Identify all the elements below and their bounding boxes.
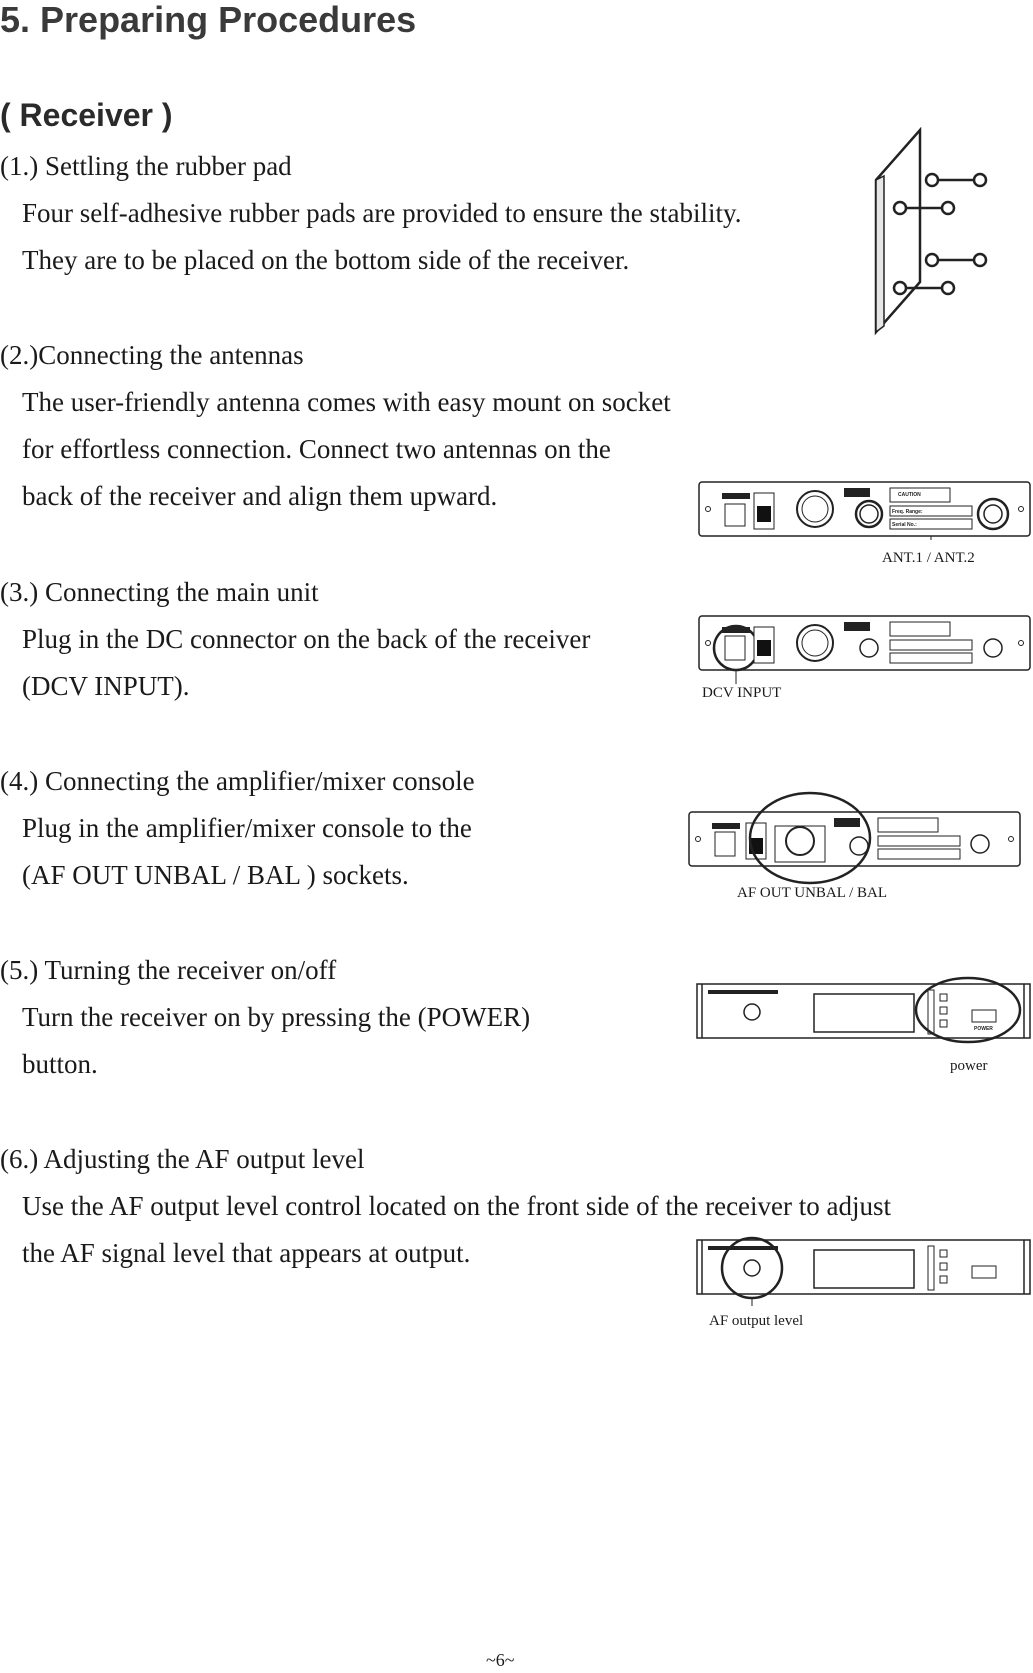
step-2-line-3: back of the receiver and align them upwa… xyxy=(22,481,498,511)
step-2-heading: (2.)Connecting the antennas xyxy=(0,340,304,370)
dcv-caption: DCV INPUT xyxy=(702,685,782,701)
antenna-caption: ANT.1 / ANT.2 xyxy=(882,550,975,566)
step-5-line-1: Turn the receiver on by pressing the (PO… xyxy=(22,1002,531,1032)
step-5-line-2: button. xyxy=(22,1049,98,1079)
step-3-line-2: (DCV INPUT). xyxy=(22,671,190,701)
front-panel-power-figure: POWER xyxy=(696,976,1031,1044)
freq-range-label: Freq. Range: xyxy=(892,509,923,515)
section-title: ( Receiver ) xyxy=(0,97,173,133)
step-4-line-2: (AF OUT UNBAL / BAL ) sockets. xyxy=(22,860,409,890)
step-2-line-1: The user-friendly antenna comes with eas… xyxy=(22,387,671,417)
step-5-heading: (5.) Turning the receiver on/off xyxy=(0,955,337,985)
step-6-line-2: the AF signal level that appears at outp… xyxy=(22,1238,471,1268)
step-6-line-1: Use the AF output level control located … xyxy=(22,1191,892,1221)
step-2-line-2: for effortless connection. Connect two a… xyxy=(22,434,611,464)
step-4-heading: (4.) Connecting the amplifier/mixer cons… xyxy=(0,766,475,796)
step-1-heading: (1.) Settling the rubber pad xyxy=(0,151,292,181)
af-out-caption: AF OUT UNBAL / BAL xyxy=(737,885,888,901)
step-4-line-1: Plug in the amplifier/mixer console to t… xyxy=(22,813,472,843)
front-panel-af-level-figure xyxy=(696,1236,1031,1306)
rubber-pad-illustration xyxy=(874,126,988,336)
power-caption: power xyxy=(950,1058,988,1074)
step-1-line-2: They are to be placed on the bottom side… xyxy=(22,245,630,275)
step-3-line-1: Plug in the DC connector on the back of … xyxy=(22,624,591,654)
page-title: 5. Preparing Procedures xyxy=(0,0,417,40)
rear-panel-dcv-figure xyxy=(698,615,1031,684)
rear-panel-af-out-figure xyxy=(688,791,1021,885)
af-level-caption: AF output level xyxy=(709,1313,804,1329)
step-3-heading: (3.) Connecting the main unit xyxy=(0,577,319,607)
step-1-line-1: Four self-adhesive rubber pads are provi… xyxy=(22,198,742,228)
power-label: POWER xyxy=(974,1026,993,1032)
page-number: ~6~ xyxy=(486,1650,515,1670)
caution-label: CAUTION xyxy=(898,492,921,498)
serial-no-label: Serial No.: xyxy=(892,522,917,528)
step-6-heading: (6.) Adjusting the AF output level xyxy=(0,1144,365,1174)
rear-panel-antenna-figure: CAUTION Freq. Range: Serial No.: xyxy=(698,481,1031,540)
